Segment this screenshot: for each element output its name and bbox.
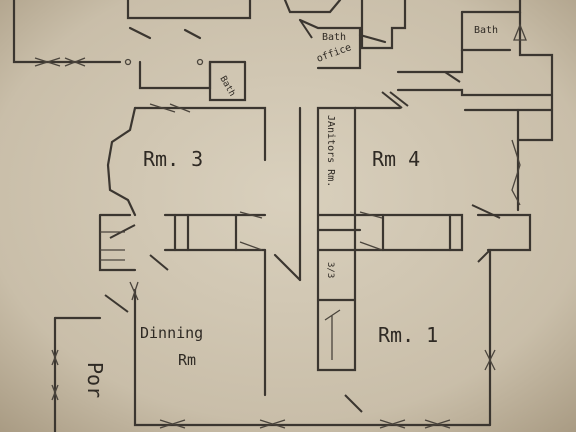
label-bath-right: Bath [474,25,498,36]
label-room-3: Rm. 3 [143,147,203,171]
label-bath-top: Bath [322,32,346,43]
lower-walls [51,248,496,432]
label-dinning: Dinning [140,324,203,342]
label-janitors-room: JAnitors Rm. [325,115,336,187]
label-porch: Por [83,362,107,398]
room-3-walls [98,103,267,272]
label-room-1: Rm. 1 [378,323,438,347]
corridor-walls [263,106,464,397]
top-walls [12,0,554,142]
label-stair-mark: 3/3 [325,262,335,278]
label-dinning-rm: Rm [178,351,196,369]
room-4-walls [353,106,532,263]
top-wall-fixtures [34,19,527,109]
label-room-4: Rm 4 [372,147,420,171]
